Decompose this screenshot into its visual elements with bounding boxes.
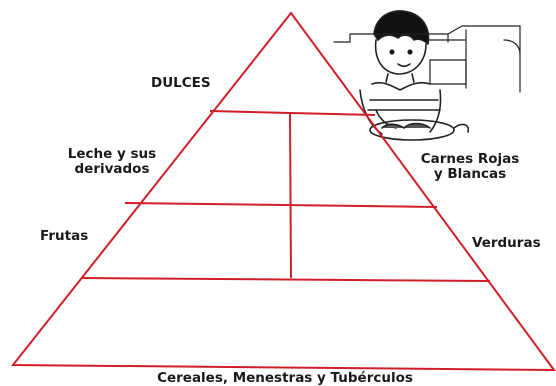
level-divider-1 [209,110,376,116]
label-verduras: Verduras [472,235,541,251]
pyramid-outline [10,11,556,372]
label-carnes-line1: Carnes Rojas [420,151,520,167]
pyramid-lines [10,11,556,372]
level-divider-2 [124,202,438,208]
label-base: Cereales, Menestras y Tubérculos [157,370,413,386]
level-divider-3 [80,277,491,282]
vertical-divider [289,112,292,279]
label-frutas: Frutas [40,228,89,244]
child-eating-at-table-icon [333,10,521,141]
label-dulces: DULCES [151,75,211,91]
label-carnes: Carnes Rojas y Blancas [396,152,544,182]
label-leche-line2: derivados [74,161,150,177]
label-leche-line1: Leche y sus [67,146,157,162]
label-leche-derivados: Leche y sus derivados [50,147,174,177]
label-carnes-line2: y Blancas [433,166,507,182]
